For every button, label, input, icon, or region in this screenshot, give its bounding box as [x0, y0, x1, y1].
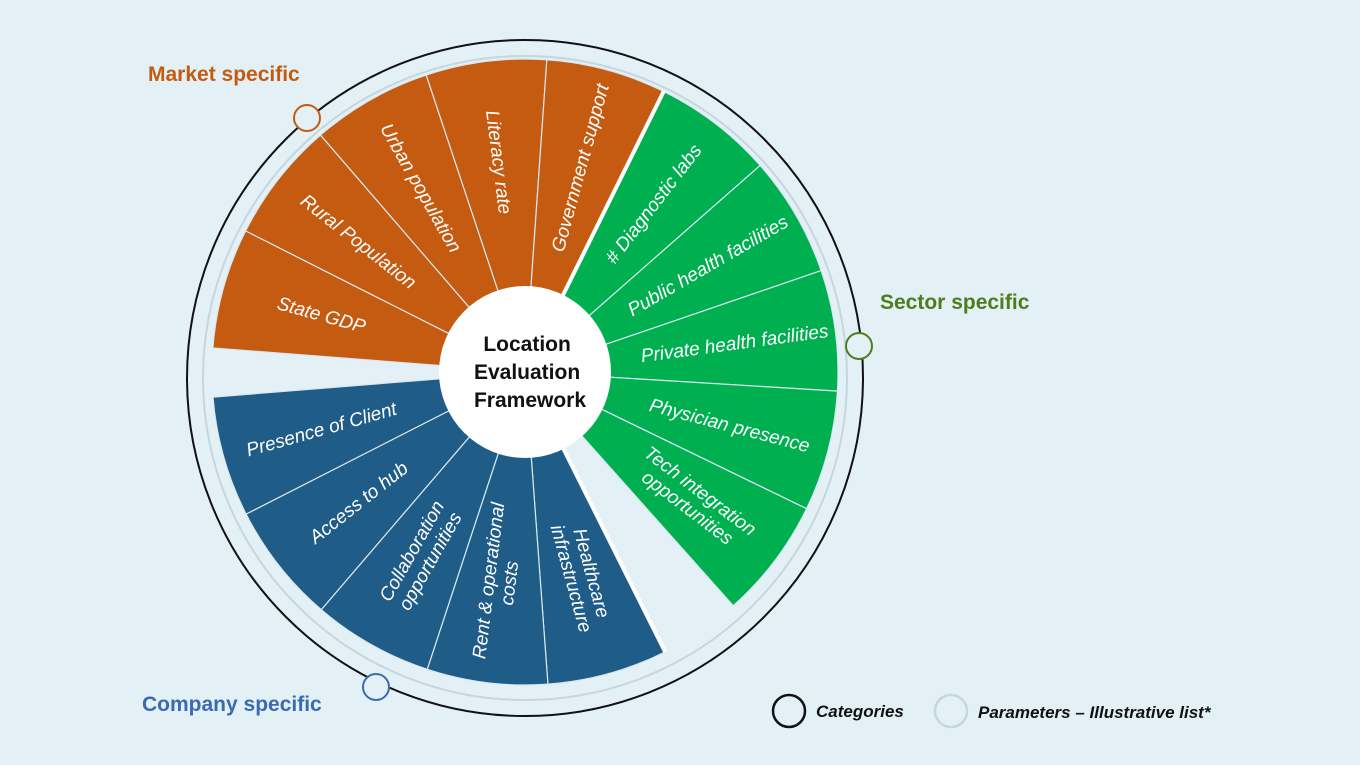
company-category-marker — [362, 673, 390, 701]
center-title-line-3: Framework — [474, 389, 586, 412]
sector-segment-2 — [524, 164, 822, 373]
center-title-line-2: Evaluation — [474, 361, 580, 384]
sector-category-label: Sector specific — [880, 291, 1030, 314]
legend-parameters-label: Parameters – Illustrative list* — [978, 703, 1212, 722]
market-segment-3 — [319, 74, 526, 373]
category-ring — [186, 39, 864, 717]
sector-category-marker — [845, 332, 873, 360]
center-title-line-1: Location — [483, 333, 571, 356]
legend-categories-swatch — [771, 693, 807, 729]
legend-categories-label: Categories — [816, 702, 904, 721]
sector-segment-1 — [524, 90, 761, 373]
parameter-ring — [202, 55, 848, 701]
company-category-label: Company specific — [142, 693, 322, 716]
sector-segment-5 — [524, 371, 808, 607]
legend-parameters-swatch — [933, 693, 969, 729]
market-category-label: Market specific — [148, 63, 300, 86]
center-title: Location Evaluation Framework — [474, 333, 586, 412]
legend: Categories Parameters – Illustrative lis… — [771, 693, 1212, 729]
market-segment-2 — [244, 134, 526, 373]
company-segment-3 — [320, 371, 526, 671]
market-category-marker — [293, 104, 321, 132]
company-segment-4 — [245, 371, 526, 611]
center-disc — [439, 286, 611, 458]
